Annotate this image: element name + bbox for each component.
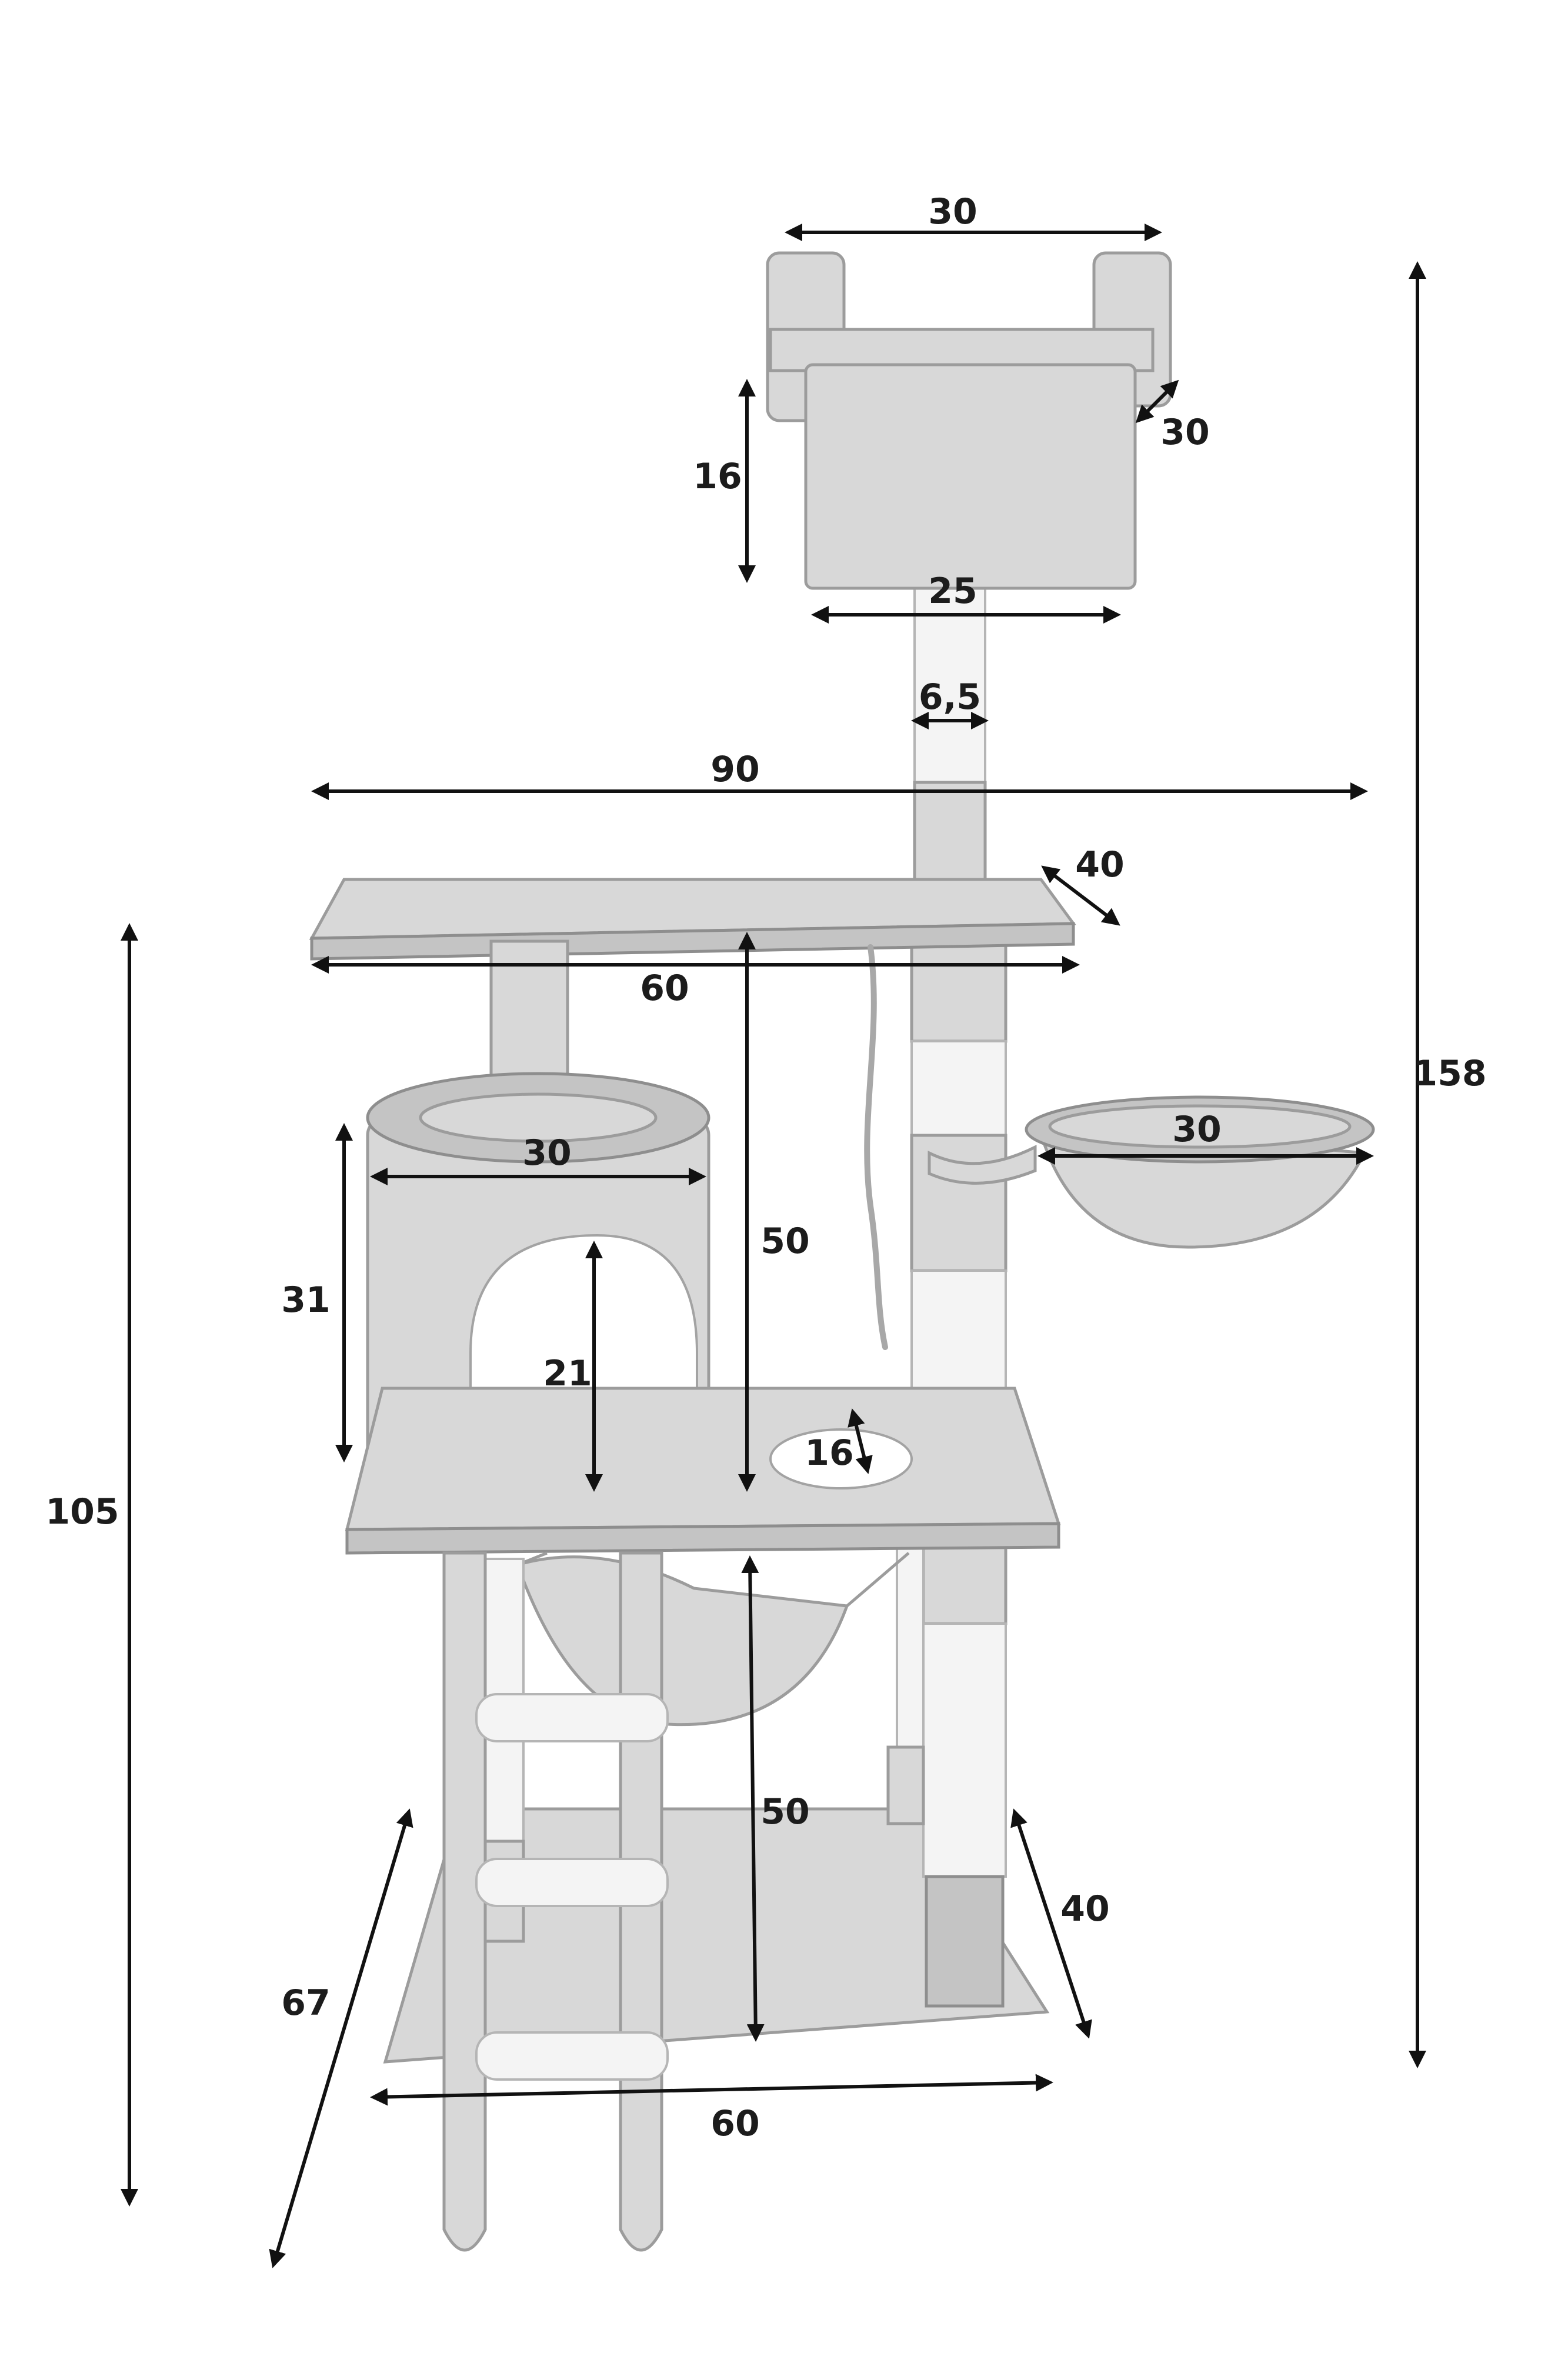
label-top-box-height: 16 bbox=[693, 456, 742, 497]
lower-platform bbox=[345, 1387, 1061, 1555]
arrow-ladder-length bbox=[269, 1808, 413, 2268]
dimension-labels: 30 30 16 25 6,5 90 40 60 158 30 30 50 31… bbox=[45, 191, 1486, 2144]
label-total-width: 90 bbox=[710, 749, 760, 790]
label-top-depth: 30 bbox=[1160, 412, 1210, 453]
dimension-arrows bbox=[121, 224, 1426, 2268]
arrow-top-depth bbox=[1135, 379, 1179, 424]
top-post bbox=[913, 578, 987, 890]
arrow-platform-depth bbox=[1041, 865, 1120, 926]
label-left-height: 105 bbox=[45, 1491, 119, 1532]
label-base-depth: 40 bbox=[1060, 1888, 1110, 1930]
label-house-width: 30 bbox=[522, 1132, 572, 1174]
arrow-base-width bbox=[370, 2074, 1053, 2106]
label-post-diameter: 6,5 bbox=[919, 677, 981, 718]
label-top-box-width: 25 bbox=[928, 571, 978, 612]
hanging-rope-toy bbox=[864, 944, 888, 1350]
label-total-height: 158 bbox=[1413, 1053, 1486, 1094]
platform-hole bbox=[769, 1428, 913, 1489]
label-lower-level-height: 50 bbox=[760, 1791, 810, 1832]
cat-tree-illustration bbox=[309, 251, 1375, 2252]
label-hole-diameter: 16 bbox=[805, 1432, 854, 1474]
label-top-width: 30 bbox=[928, 191, 978, 232]
label-house-height: 31 bbox=[281, 1279, 331, 1321]
label-base-width: 60 bbox=[710, 2103, 760, 2144]
hammock bbox=[515, 1551, 910, 1727]
label-ladder-length: 67 bbox=[281, 1982, 331, 2024]
ladder bbox=[442, 1551, 669, 2252]
label-door-height: 21 bbox=[543, 1353, 592, 1394]
arrow-lower-level-height bbox=[741, 1555, 765, 2042]
middle-platform bbox=[309, 878, 1076, 961]
label-platform-width: 60 bbox=[640, 968, 689, 1009]
label-upper-level-height: 50 bbox=[760, 1221, 810, 1262]
arrow-hole-diameter bbox=[848, 1408, 873, 1474]
label-bowl-diameter: 30 bbox=[1172, 1109, 1222, 1150]
label-platform-depth: 40 bbox=[1075, 844, 1125, 885]
arrow-base-depth bbox=[1010, 1808, 1092, 2039]
lower-back-post bbox=[886, 1534, 925, 1825]
top-lounger bbox=[766, 251, 1172, 590]
